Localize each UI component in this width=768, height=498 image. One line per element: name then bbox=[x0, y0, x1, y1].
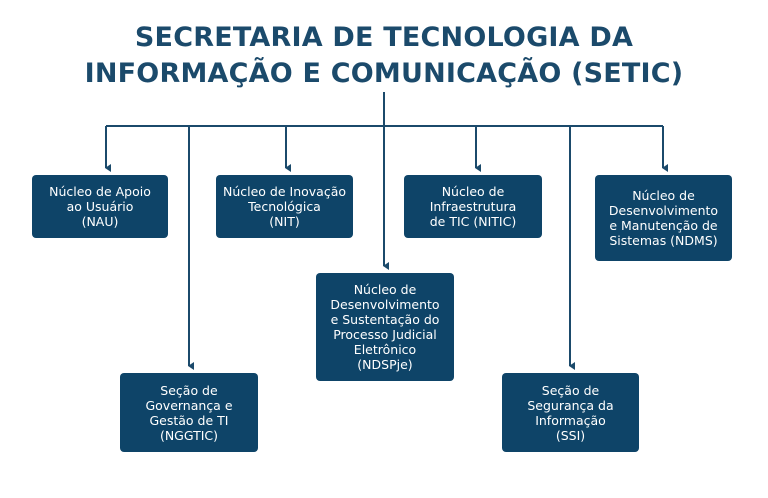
unit-ndspje: Núcleo de Desenvolvimento e Sustentação … bbox=[316, 273, 454, 381]
unit-nit-label: Núcleo de Inovação Tecnológica (NIT) bbox=[222, 184, 347, 229]
title-line-2: INFORMAÇÃO E COMUNICAÇÃO (SETIC) bbox=[84, 58, 684, 89]
unit-nit: Núcleo de Inovação Tecnológica (NIT) bbox=[216, 175, 353, 238]
unit-nau-label: Núcleo de Apoio ao Usuário (NAU) bbox=[49, 184, 151, 229]
unit-ndms: Núcleo de Desenvolvimento e Manutenção d… bbox=[595, 175, 732, 261]
unit-ssi: Seção de Segurança da Informação (SSI) bbox=[502, 373, 639, 452]
unit-nitic: Núcleo de Infraestrutura de TIC (NITIC) bbox=[404, 175, 542, 238]
chart-title: SECRETARIA DE TECNOLOGIA DA INFORMAÇÃO E… bbox=[0, 20, 768, 92]
unit-ndms-label: Núcleo de Desenvolvimento e Manutenção d… bbox=[608, 188, 719, 248]
unit-ndspje-label: Núcleo de Desenvolvimento e Sustentação … bbox=[330, 282, 440, 372]
title-line-1: SECRETARIA DE TECNOLOGIA DA bbox=[134, 22, 634, 53]
unit-ssi-label: Seção de Segurança da Informação (SSI) bbox=[527, 382, 614, 443]
unit-nau: Núcleo de Apoio ao Usuário (NAU) bbox=[32, 175, 168, 238]
unit-ngtic: Seção de Governança e Gestão de TI (NGGT… bbox=[120, 373, 258, 452]
unit-nitic-label: Núcleo de Infraestrutura de TIC (NITIC) bbox=[429, 184, 517, 229]
unit-ngtic-label: Seção de Governança e Gestão de TI (NGGT… bbox=[145, 382, 233, 443]
